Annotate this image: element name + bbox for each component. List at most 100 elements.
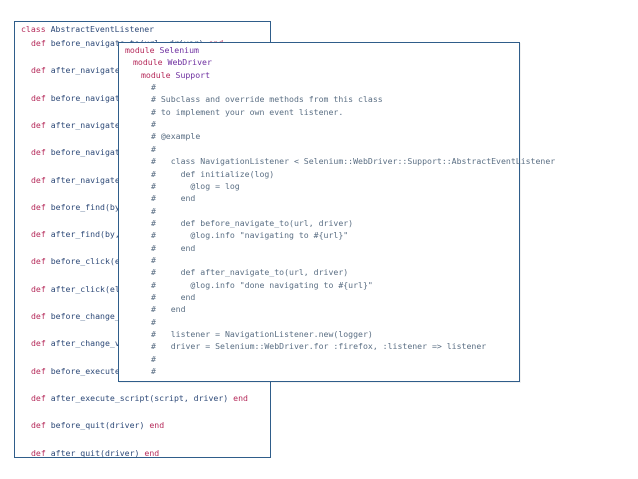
def-keyword: def bbox=[31, 365, 46, 376]
method-signature: after_find(by, bbox=[50, 229, 120, 240]
comment-text: # bbox=[151, 316, 156, 327]
def-keyword: def bbox=[31, 311, 46, 321]
comment-line: # @log.info "done navigating to #{url}" bbox=[151, 280, 373, 290]
method-definition-line: def before_quit(driver) end bbox=[31, 420, 164, 430]
comment-text: # to implement your own event listener. bbox=[151, 106, 344, 117]
comment-text: # def before_navigate_to(url, driver) bbox=[151, 217, 354, 228]
comment-line: # bbox=[151, 366, 156, 376]
def-keyword: def bbox=[31, 338, 46, 349]
def-keyword: def bbox=[31, 65, 46, 76]
comment-line: # @log.info "navigating to #{url}" bbox=[151, 230, 348, 240]
end-keyword: end bbox=[233, 392, 248, 403]
def-keyword: def bbox=[31, 447, 46, 458]
class-declaration-line: class AbstractEventListener bbox=[21, 24, 154, 34]
comment-line: # end bbox=[151, 304, 186, 314]
method-signature: after_quit(driver) bbox=[50, 447, 140, 458]
class-name: AbstractEventListener bbox=[50, 24, 155, 34]
method-definition-line: def before_navigate bbox=[31, 147, 125, 157]
comment-line: # end bbox=[151, 193, 195, 203]
def-keyword: def bbox=[31, 229, 46, 240]
comment-text: # end bbox=[151, 292, 196, 302]
comment-text: # @log = log bbox=[151, 180, 240, 191]
method-definition-line: def before_navigate bbox=[31, 93, 125, 103]
method-signature: before_click(e bbox=[50, 256, 120, 267]
comment-line: # @example bbox=[151, 131, 200, 141]
method-signature: before_navigate bbox=[50, 147, 125, 158]
method-definition-line: def after_navigate_ bbox=[31, 65, 125, 75]
module-name: Selenium bbox=[159, 45, 199, 55]
module-keyword: module bbox=[133, 57, 163, 68]
method-definition-line: def after_navigate_ bbox=[31, 120, 125, 130]
method-definition-line: def after_change_v bbox=[31, 338, 120, 348]
comment-line: # def initialize(log) bbox=[151, 169, 274, 179]
def-keyword: def bbox=[31, 201, 46, 212]
comment-line: # listener = NavigationListener.new(logg… bbox=[151, 329, 373, 339]
comment-text: # bbox=[151, 119, 156, 130]
method-signature: before_quit(driver) bbox=[50, 420, 145, 431]
method-definition-line: def before_execute bbox=[31, 366, 120, 376]
comment-line: # class NavigationListener < Selenium::W… bbox=[151, 156, 555, 166]
comment-line: # bbox=[151, 144, 156, 154]
end-keyword: end bbox=[144, 447, 160, 458]
module-keyword: module bbox=[141, 69, 171, 80]
method-signature: before_execute bbox=[50, 365, 120, 376]
comment-line: # bbox=[151, 119, 156, 129]
comment-text: # bbox=[151, 366, 156, 377]
method-definition-line: def after_navigate_ bbox=[31, 175, 125, 185]
comment-line: # @log = log bbox=[151, 181, 240, 191]
comment-text: # bbox=[151, 205, 156, 216]
method-signature: before_change_ bbox=[50, 311, 120, 321]
module-declaration-line: module WebDriver bbox=[133, 57, 212, 67]
comment-text: # @log.info "done navigating to #{url}" bbox=[151, 279, 373, 290]
def-keyword: def bbox=[31, 283, 46, 294]
comment-text: # end bbox=[151, 304, 186, 315]
def-keyword: def bbox=[31, 392, 46, 403]
module-name: WebDriver bbox=[167, 57, 212, 68]
method-definition-line: def after_quit(driver) end bbox=[31, 448, 159, 458]
comment-line: # end bbox=[151, 243, 195, 253]
module-declaration-line: module Support bbox=[141, 70, 210, 80]
class-keyword: class bbox=[21, 24, 46, 34]
def-keyword: def bbox=[31, 174, 46, 185]
method-signature: before_find(by, bbox=[50, 201, 125, 212]
method-definition-line: def after_click(el bbox=[31, 284, 120, 294]
module-declaration-line: module Selenium bbox=[125, 45, 199, 55]
comment-text: # bbox=[151, 82, 156, 93]
comment-text: # class NavigationListener < Selenium::W… bbox=[151, 156, 556, 167]
def-keyword: def bbox=[31, 38, 46, 48]
method-definition-line: def before_change_ bbox=[31, 311, 120, 321]
module-name: Support bbox=[175, 69, 211, 80]
method-signature: after_navigate_ bbox=[50, 65, 125, 76]
comment-text: # listener = NavigationListener.new(logg… bbox=[151, 329, 373, 340]
def-keyword: def bbox=[31, 420, 46, 431]
method-signature: after_navigate_ bbox=[50, 174, 125, 185]
comment-text: # end bbox=[151, 242, 196, 253]
comment-text: # driver = Selenium::WebDriver.for :fire… bbox=[151, 341, 487, 352]
comment-text: # bbox=[151, 353, 156, 364]
method-signature: after_click(el bbox=[50, 283, 120, 294]
method-definition-line: def after_find(by, bbox=[31, 229, 120, 239]
end-keyword: end bbox=[149, 420, 165, 431]
comment-text: # def initialize(log) bbox=[151, 168, 275, 179]
comment-text: # bbox=[151, 143, 156, 154]
module-keyword: module bbox=[125, 45, 155, 55]
def-keyword: def bbox=[31, 92, 46, 103]
method-signature: after_execute_script(script, driver) bbox=[50, 392, 229, 403]
method-definition-line: def before_find(by, bbox=[31, 202, 125, 212]
comment-text: # @log.info "navigating to #{url}" bbox=[151, 230, 349, 241]
comment-line: # bbox=[151, 354, 156, 364]
comment-line: # bbox=[151, 255, 156, 265]
comment-line: # bbox=[151, 317, 156, 327]
method-definition-line: def before_click(e bbox=[31, 256, 120, 266]
method-signature: after_change_v bbox=[50, 338, 120, 349]
comment-line: # end bbox=[151, 292, 195, 302]
def-keyword: def bbox=[31, 256, 46, 267]
method-signature: before_navigate bbox=[50, 92, 125, 103]
method-definition-line: def after_execute_script(script, driver)… bbox=[31, 393, 248, 403]
def-keyword: def bbox=[31, 147, 46, 158]
def-keyword: def bbox=[31, 119, 46, 130]
comment-line: # def before_navigate_to(url, driver) bbox=[151, 218, 353, 228]
comment-text: # Subclass and override methods from thi… bbox=[151, 94, 383, 105]
comment-line: # driver = Selenium::WebDriver.for :fire… bbox=[151, 341, 486, 351]
comment-line: # to implement your own event listener. bbox=[151, 107, 343, 117]
